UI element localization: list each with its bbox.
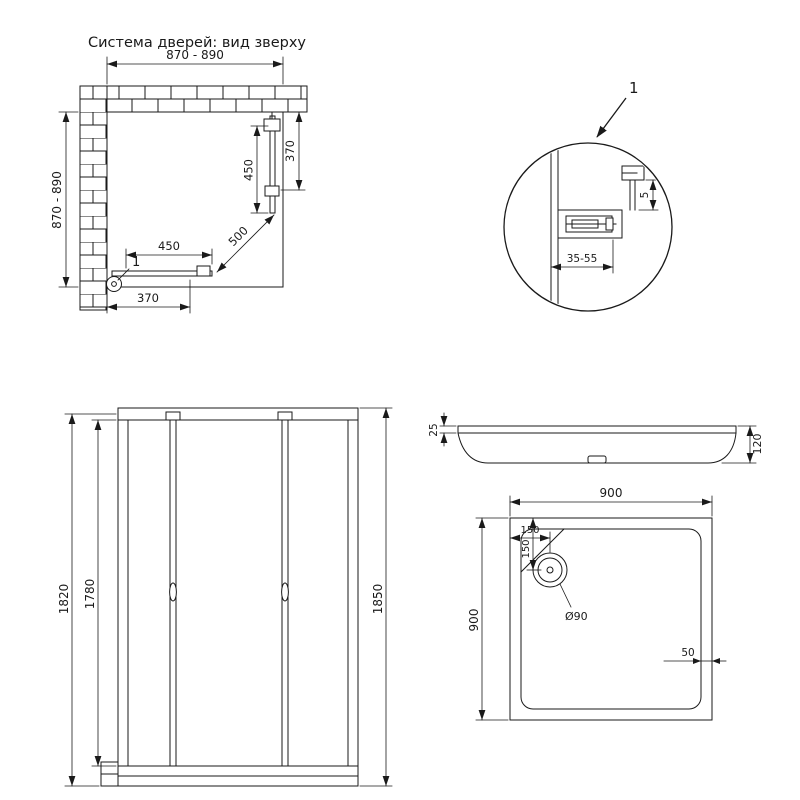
- dimension-right-450: 450: [242, 125, 269, 214]
- door-bracket: [196, 265, 211, 277]
- dimension-150-y: 150: [521, 517, 542, 571]
- dimension-1820: 1820: [57, 413, 117, 787]
- top-view-drawing: Система дверей: вид зверху 1 870 - 890: [50, 35, 308, 314]
- dimension-900-top: 900: [509, 486, 713, 517]
- sliding-door-bottom: [111, 265, 213, 277]
- drain-center: [546, 566, 554, 574]
- tray-inner: [520, 528, 702, 710]
- tray-drain-side: [587, 455, 607, 464]
- door-frame: [117, 407, 359, 787]
- dimension-right-370: 370: [280, 111, 306, 191]
- dim-top-width-label: 870 - 890: [166, 48, 224, 62]
- dimension-left-height: 870 - 890: [50, 111, 79, 288]
- adjustment-screw: [605, 217, 614, 231]
- callout-1: 1: [117, 255, 140, 281]
- wall-bracket: [263, 118, 281, 132]
- dim-900-left-label: 900: [467, 609, 481, 632]
- corner-pivot-center: [111, 281, 117, 287]
- dim-900-top-label: 900: [600, 486, 623, 500]
- door-handle-left: [169, 582, 177, 602]
- dim-diagonal-500-label: 500: [225, 223, 250, 248]
- drain-diameter-callout: Ø90: [559, 583, 588, 623]
- dim-adjustment-label: 35-55: [567, 253, 598, 265]
- dimension-1850: 1850: [359, 407, 393, 787]
- dimension-top-width: 870 - 890: [106, 48, 284, 85]
- dim-50-label: 50: [681, 647, 694, 659]
- dim-bottom-370-label: 370: [137, 291, 159, 305]
- dimension-diagonal-500: 500: [216, 214, 275, 273]
- dimension-bottom-450: 450: [125, 239, 213, 269]
- dimension-adjustment-35-55: 35-55: [550, 239, 614, 274]
- dim-right-370-label: 370: [283, 140, 297, 162]
- dim-bottom-450-label: 450: [158, 239, 180, 253]
- detail-callout-label: 1: [629, 79, 639, 97]
- dim-1820-label: 1820: [57, 584, 71, 615]
- dim-25-label: 25: [428, 423, 440, 436]
- drain-diameter-label: Ø90: [565, 610, 588, 623]
- tray-top-view-drawing: 900 150 150 Ø90 900 50: [467, 486, 727, 721]
- dim-120-label: 120: [751, 434, 764, 455]
- detail-circle: [503, 142, 673, 312]
- tray-side-view-drawing: 25 120: [428, 412, 764, 464]
- dimension-1780: 1780: [83, 419, 117, 767]
- corner-chamfer: [520, 528, 565, 573]
- enclosure-outline: [106, 111, 284, 288]
- dimension-120: 120: [721, 425, 764, 464]
- dimension-gap-5: 5: [638, 179, 659, 211]
- dim-1850-label: 1850: [371, 584, 385, 615]
- side-panel-right: [263, 111, 281, 214]
- dimension-25: 25: [428, 412, 457, 447]
- dim-150-x-label: 150: [520, 525, 539, 536]
- drain-inner: [537, 557, 563, 583]
- callout-1-label: 1: [132, 255, 140, 270]
- bottom-bracket: [100, 761, 119, 787]
- dim-right-450-label: 450: [242, 159, 256, 181]
- corner-roller: [264, 185, 280, 197]
- dimension-bottom-370: 370: [106, 279, 191, 314]
- tray-profile: [457, 425, 737, 434]
- detail-contents: 5 35-55: [550, 144, 659, 310]
- detail-view-drawing: 1 5 35-55: [503, 79, 673, 312]
- door-handle-right: [281, 582, 289, 602]
- callout-1-leader: [117, 268, 130, 281]
- drawing-title: Система дверей: вид зверху: [88, 35, 306, 51]
- wall-left: [79, 85, 108, 311]
- dimension-900-left: 900: [467, 517, 509, 721]
- dim-left-height-label: 870 - 890: [50, 171, 64, 229]
- dimension-50: 50: [663, 647, 727, 664]
- wall-top: [79, 85, 308, 113]
- dim-1780-label: 1780: [83, 579, 97, 610]
- door-panels: [165, 411, 293, 767]
- front-view-drawing: 1820 1780 1850: [57, 407, 393, 787]
- detail-callout-arrow: [596, 97, 627, 138]
- dim-150-y-label: 150: [521, 539, 532, 558]
- tray-outer: [509, 517, 713, 721]
- dim-gap-label: 5: [639, 192, 651, 199]
